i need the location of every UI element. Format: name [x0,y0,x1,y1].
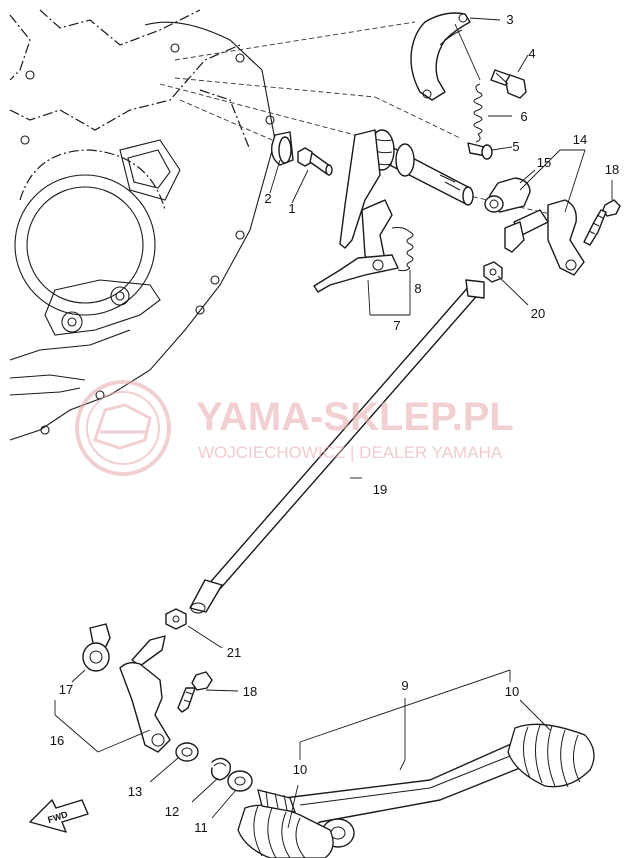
pedal-rubber-10-right [507,723,595,788]
callout-1: 1 [288,201,295,216]
callout-15: 15 [537,155,551,170]
callout-8: 8 [414,281,421,296]
washer-11 [227,770,253,792]
pedal-rubber-upper-left [257,789,296,813]
callout-7: 7 [393,318,400,333]
spring-6 [473,83,483,143]
callout-21: 21 [227,645,241,660]
callout-18-lower: 18 [243,684,257,699]
callout-4: 4 [528,46,535,61]
nut-21 [165,608,187,630]
shift-shaft-assembly-7 [313,129,474,293]
rod-end-15 [484,177,531,213]
leader-lines [54,17,613,829]
callout-5: 5 [512,139,519,154]
watermark: YAMA-SKLEP.PL WOJCIECHOWICZ | DEALER YAM… [75,380,514,476]
callout-18-upper: 18 [605,162,619,177]
shift-pedal-9 [267,739,541,848]
callout-19: 19 [373,482,387,497]
fwd-arrow: FWD [29,799,89,833]
callout-9: 9 [401,678,408,693]
callout-11: 11 [194,820,208,835]
callout-2: 2 [264,191,271,206]
callout-labels: 3 4 6 5 14 15 18 2 1 8 7 20 19 21 17 18 … [50,12,619,835]
bolt-18-lower [177,671,213,713]
nut-20 [483,261,503,283]
callout-3: 3 [506,12,513,27]
pin-5 [467,142,493,160]
callout-17: 17 [59,682,73,697]
watermark-brand: YAMA-SKLEP.PL [196,395,514,439]
shift-rod-19 [189,279,485,614]
bolt-18-upper [583,199,621,246]
washer-13 [175,742,199,762]
shift-arm-16 [119,635,171,753]
bolt-1 [297,147,333,176]
callout-20: 20 [531,306,545,321]
shift-arm-14 [504,199,585,276]
watermark-logo-icon [75,380,171,476]
callout-13: 13 [128,784,142,799]
collar-2 [270,131,294,166]
rod-end-17 [82,623,111,672]
watermark-dealer: WOJCIECHOWICZ | DEALER YAMAHA [198,443,503,462]
crankcase-outline [9,9,276,441]
callout-16: 16 [50,733,64,748]
callout-10-right: 10 [505,684,519,699]
callout-6: 6 [520,109,527,124]
bolt-4 [490,69,527,99]
callout-14: 14 [573,132,587,147]
shift-guide-plate [410,12,471,101]
circlip-12 [210,757,231,781]
callout-10-left: 10 [293,762,307,777]
callout-12: 12 [165,804,179,819]
